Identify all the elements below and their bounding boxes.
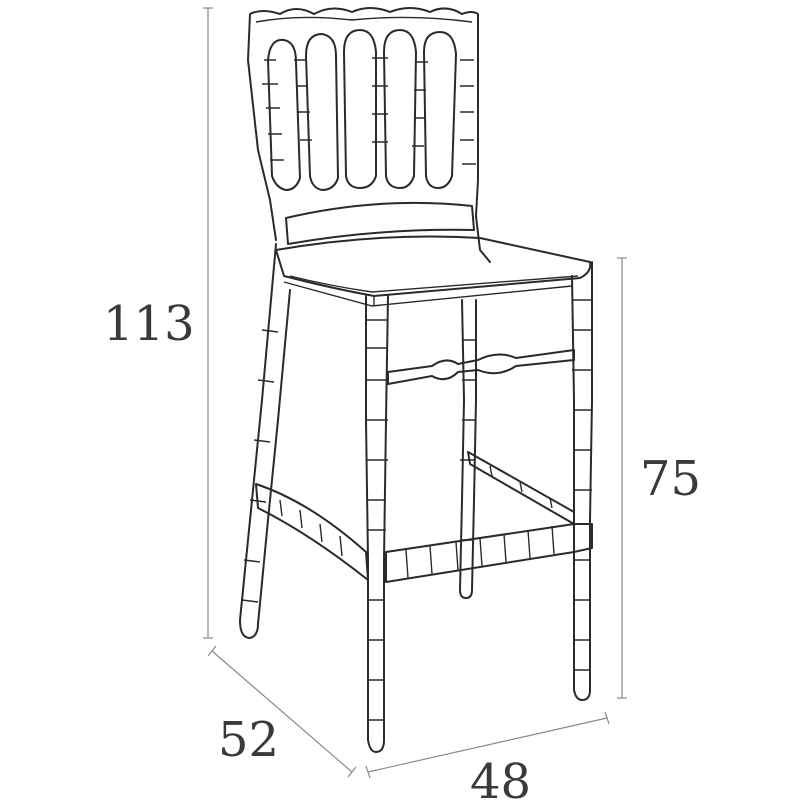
depth-label: 52 <box>218 712 280 768</box>
backrest-spindles <box>267 29 457 191</box>
total-height-label: 113 <box>103 296 195 352</box>
depth-dimension-line <box>211 650 353 773</box>
back-rail <box>285 201 475 245</box>
width-label: 48 <box>470 754 532 810</box>
rear-right-leg <box>459 299 477 599</box>
chair-outline <box>239 7 593 753</box>
backrest-frame <box>247 7 491 263</box>
rear-left-leg <box>239 243 291 639</box>
front-left-leg <box>365 295 389 753</box>
seat-height-label: 75 <box>640 451 702 507</box>
seat <box>275 235 592 297</box>
front-right-leg <box>571 261 593 701</box>
footrest <box>255 451 593 583</box>
front-stretcher <box>387 349 575 385</box>
dimension-lines <box>203 7 627 779</box>
width-dimension-line <box>367 717 608 773</box>
